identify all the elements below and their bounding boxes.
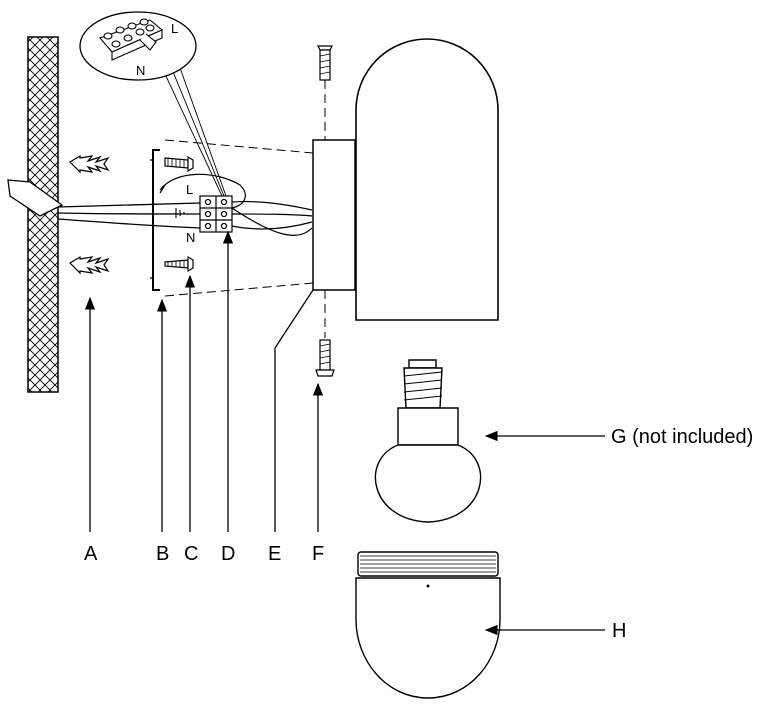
terminal-block xyxy=(199,195,233,233)
terminal-neutral-mark: N xyxy=(186,230,195,245)
terminal-letters: L N xyxy=(186,182,195,245)
fixture-shade xyxy=(355,38,499,321)
terminal-live-mark: L xyxy=(186,182,193,197)
detail-live-mark: L xyxy=(171,21,178,36)
earth-symbol xyxy=(175,208,185,218)
fixing-screw-bottom xyxy=(315,339,335,377)
wall-plug-top xyxy=(69,154,110,174)
label-b: B xyxy=(156,543,169,565)
label-e: E xyxy=(268,543,281,565)
detail-neutral-mark: N xyxy=(136,63,145,78)
screw-top xyxy=(164,155,194,173)
label-c: C xyxy=(184,543,198,565)
leader-e xyxy=(274,289,314,532)
leader-lines xyxy=(84,230,605,636)
mains-cable xyxy=(7,179,201,229)
projection-lines xyxy=(164,80,326,338)
mounting-bracket xyxy=(150,149,166,291)
light-bulb xyxy=(374,359,482,523)
wall-plug-bottom xyxy=(69,255,110,275)
label-g: G (not included) xyxy=(611,426,753,448)
fixing-screw-top xyxy=(317,45,333,81)
label-f: F xyxy=(312,543,324,565)
label-h: H xyxy=(612,620,626,642)
fixture-base xyxy=(312,139,356,291)
terminal-detail-bubble: L N xyxy=(79,11,197,81)
label-d: D xyxy=(221,543,235,565)
screw-bottom xyxy=(164,255,194,273)
part-labels: A B C D E F G (not included) H xyxy=(84,426,753,642)
glass-cover xyxy=(355,551,501,699)
label-a: A xyxy=(84,543,98,565)
